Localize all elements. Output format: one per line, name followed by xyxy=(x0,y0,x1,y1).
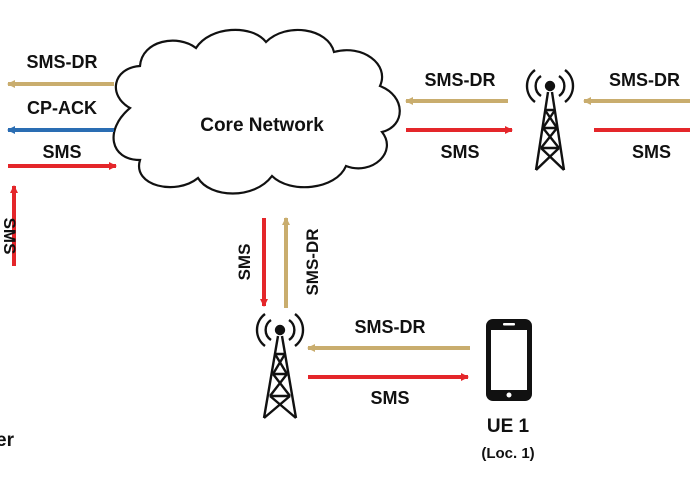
ue-location-label: (Loc. 1) xyxy=(481,445,534,462)
far-right-sms-label: SMS xyxy=(632,142,671,162)
ue-sms-label: SMS xyxy=(370,388,409,408)
cell-tower-icon xyxy=(525,69,575,171)
left-sms-label: SMS xyxy=(42,142,81,162)
ue-name-label: UE 1 xyxy=(487,416,530,437)
left-cp-ack-label: CP-ACK xyxy=(27,98,97,118)
smartphone-icon xyxy=(486,319,532,401)
left-sms-dr-label: SMS-DR xyxy=(27,52,98,72)
down-sms-dr-label: SMS-DR xyxy=(303,228,322,295)
ue-sms-dr-label: SMS-DR xyxy=(355,317,426,337)
right-sms-label: SMS xyxy=(440,142,479,162)
cell-tower-icon xyxy=(255,313,305,419)
core-network-cloud xyxy=(112,28,401,195)
down-sms-label: SMS xyxy=(235,244,254,281)
far-right-sms-dr-label: SMS-DR xyxy=(609,70,680,90)
right-sms-dr-label: SMS-DR xyxy=(425,70,496,90)
sender-label-partial: er xyxy=(0,430,15,451)
left-vertical-sms-label: SMS xyxy=(0,218,19,255)
cloud-label: Core Network xyxy=(200,115,324,136)
